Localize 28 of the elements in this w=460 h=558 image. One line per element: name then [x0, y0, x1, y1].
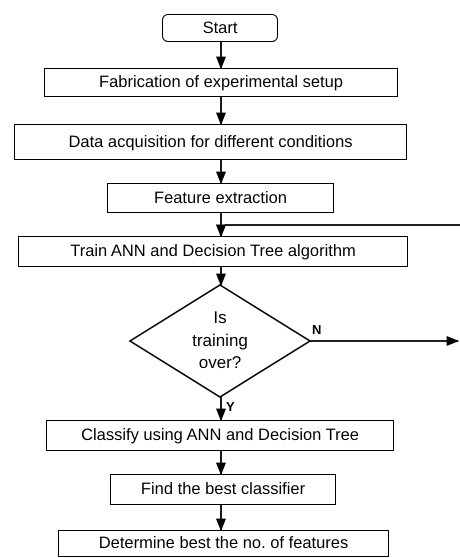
arrow	[310, 336, 460, 346]
arrow	[216, 42, 226, 70]
process-box	[58, 530, 389, 557]
process-box	[18, 236, 408, 267]
arrow	[216, 451, 226, 476]
process-box	[107, 183, 334, 213]
edge-label: N	[312, 323, 322, 336]
process-box	[44, 68, 398, 97]
process-text: Classify using ANN and Decision Tree	[81, 426, 359, 445]
process-text: Start	[202, 18, 238, 38]
arrow	[216, 224, 460, 238]
process-text: Feature extraction	[154, 188, 287, 208]
process-text: Find the best classifier	[140, 480, 306, 499]
process-text: Fabrication of experimental setup	[99, 73, 343, 92]
arrow	[216, 267, 226, 286]
arrow	[216, 160, 226, 184]
process-box	[46, 420, 394, 451]
decision-text: Is training over?	[192, 308, 248, 372]
terminal-box	[162, 14, 278, 42]
edge-label: Y	[226, 400, 235, 413]
arrow	[216, 505, 226, 532]
process-text: Data acquisition for different conditions	[68, 132, 353, 152]
process-text: Determine best the no. of features	[98, 534, 348, 553]
arrow	[216, 97, 226, 126]
process-box	[14, 124, 407, 160]
arrow	[216, 397, 226, 422]
process-text: Train ANN and Decision Tree algorithm	[70, 242, 356, 261]
process-box	[110, 474, 336, 505]
